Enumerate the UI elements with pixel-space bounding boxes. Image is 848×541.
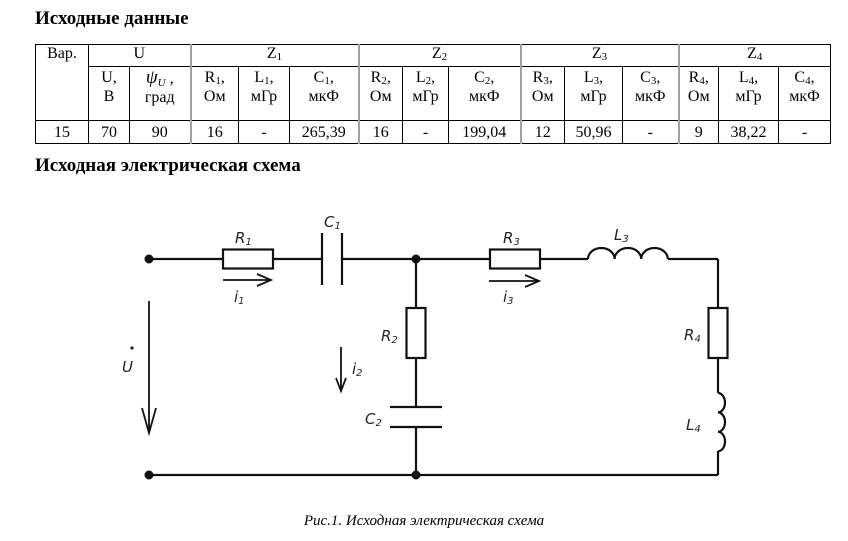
table-cell: 50,96 bbox=[564, 120, 623, 144]
voltage-arrow-u bbox=[141, 301, 157, 437]
table-cell: 265,39 bbox=[289, 120, 359, 144]
table-cell: 38,22 bbox=[718, 120, 779, 144]
figure-caption: Рис.1. Исходная электрическая схема bbox=[303, 513, 545, 529]
table-cell: 70 bbox=[88, 120, 130, 144]
current-arrow-i3 bbox=[489, 274, 542, 288]
subheader-cell: C1,мкФ bbox=[289, 66, 359, 121]
label-r4: R4 bbox=[684, 326, 701, 345]
label-l4: L4 bbox=[686, 416, 701, 435]
table-cell: - bbox=[778, 120, 831, 144]
label-r3: R3 bbox=[503, 229, 520, 248]
capacitor-c2 bbox=[390, 405, 442, 429]
table-cell: 12 bbox=[519, 120, 565, 144]
current-arrow-i1 bbox=[223, 273, 274, 287]
label-l3: L3 bbox=[614, 226, 629, 245]
subheader-cell: R4,Ом bbox=[677, 66, 719, 121]
label-i3: i3 bbox=[503, 288, 514, 307]
table-cell: 16 bbox=[189, 120, 239, 144]
subheader-cell: L2,мГр bbox=[402, 66, 449, 121]
heading-source-data: Исходные данные bbox=[35, 8, 189, 29]
terminal-top bbox=[144, 254, 154, 264]
resistor-r2 bbox=[405, 306, 427, 360]
terminal-bottom bbox=[144, 470, 154, 480]
label-u-phasor-dot bbox=[130, 346, 134, 350]
table-cell: 90 bbox=[129, 120, 191, 144]
resistor-r1 bbox=[221, 248, 275, 270]
label-r2: R2 bbox=[381, 327, 398, 346]
label-r1: R1 bbox=[235, 229, 252, 248]
label-i2: i2 bbox=[352, 360, 363, 379]
capacitor-c1 bbox=[320, 233, 344, 285]
node-bottom bbox=[411, 470, 421, 480]
subheader-cell: C4,мкФ bbox=[778, 66, 831, 121]
resistor-r4 bbox=[707, 306, 729, 360]
subheader-cell: R3,Ом bbox=[519, 66, 565, 121]
subheader-cell: C2,мкФ bbox=[448, 66, 521, 121]
heading-source-circuit: Исходная электрическая схема bbox=[35, 155, 301, 176]
header-variant: Вар. bbox=[35, 44, 89, 121]
table-cell: - bbox=[238, 120, 290, 144]
label-c2: C2 bbox=[365, 410, 382, 429]
inductor-l4 bbox=[717, 391, 727, 453]
resistor-r3 bbox=[488, 248, 542, 270]
node-top bbox=[411, 254, 421, 264]
subheader-cell: L1,мГр bbox=[238, 66, 290, 121]
label-c1: C1 bbox=[324, 213, 341, 232]
label-i1: i1 bbox=[234, 288, 245, 307]
current-arrow-i2 bbox=[335, 347, 347, 394]
table-cell: 199,04 bbox=[448, 120, 521, 144]
table-cell: 16 bbox=[357, 120, 403, 144]
inductor-l3 bbox=[586, 246, 669, 260]
label-u: U bbox=[122, 358, 133, 376]
subheader-cell: ψU ,град bbox=[129, 66, 191, 121]
